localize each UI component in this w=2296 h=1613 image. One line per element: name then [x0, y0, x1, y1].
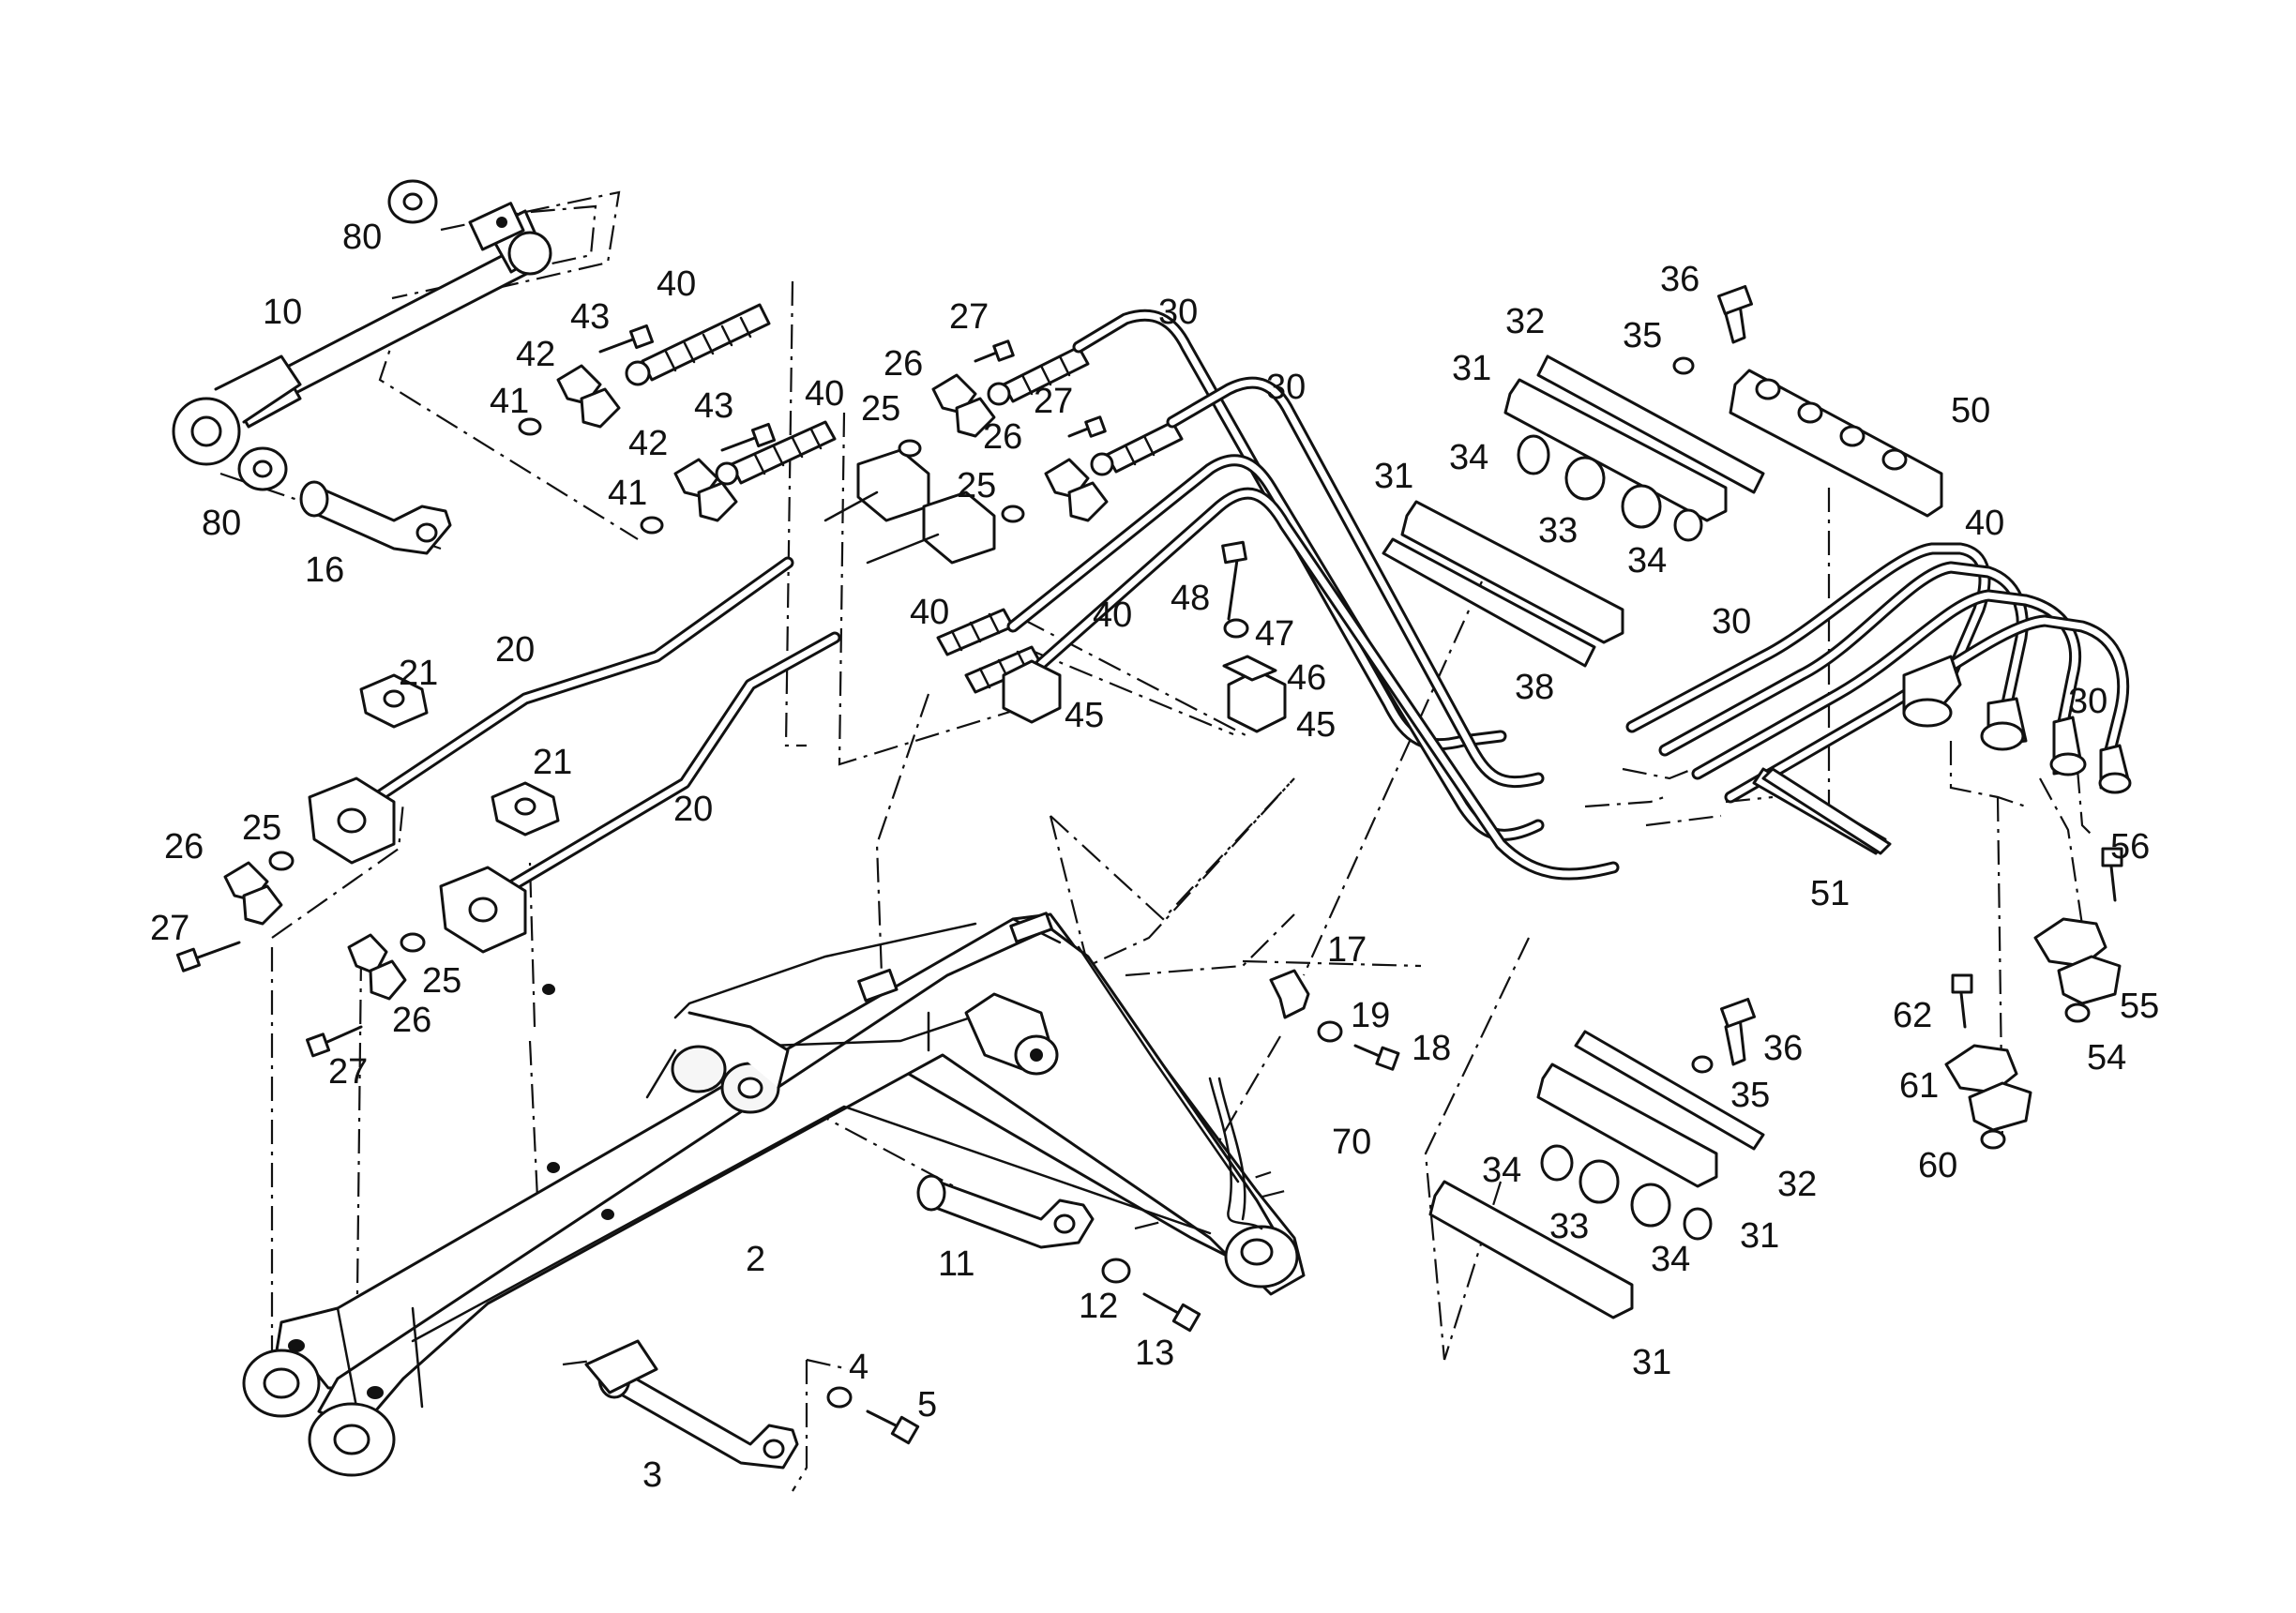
- callout-48: 48: [1171, 579, 1210, 618]
- callout-41: 41: [608, 474, 647, 513]
- hose-fittings-40: [625, 303, 1184, 694]
- callout-42: 42: [516, 335, 555, 374]
- boom-cylinder: [172, 202, 552, 466]
- callout-32: 32: [1505, 302, 1545, 341]
- callout-54: 54: [2087, 1038, 2126, 1078]
- callout-46: 46: [1287, 658, 1326, 698]
- callout-30: 30: [2068, 682, 2107, 721]
- callout-51: 51: [1810, 874, 1850, 913]
- callout-5: 5: [917, 1385, 937, 1425]
- callout-2: 2: [746, 1240, 765, 1279]
- callout-45: 45: [1296, 705, 1336, 745]
- callout-26: 26: [392, 1001, 431, 1040]
- callout-18: 18: [1412, 1029, 1451, 1068]
- callout-47: 47: [1255, 614, 1294, 654]
- callout-33: 33: [1549, 1207, 1589, 1246]
- callout-36: 36: [1660, 260, 1699, 299]
- callout-62: 62: [1893, 996, 1932, 1035]
- callout-50: 50: [1951, 391, 1990, 430]
- callout-25: 25: [422, 961, 461, 1001]
- brackets-45-46: [1002, 540, 1287, 733]
- callout-10: 10: [263, 293, 302, 332]
- callout-16: 16: [305, 550, 344, 590]
- callout-25: 25: [242, 808, 281, 848]
- callout-30: 30: [1712, 602, 1751, 641]
- callout-25: 25: [957, 466, 996, 505]
- callout-4: 4: [849, 1348, 869, 1387]
- callout-34: 34: [1482, 1151, 1521, 1190]
- plate-51: [1761, 767, 1892, 855]
- callout-40: 40: [657, 264, 696, 304]
- callout-55: 55: [2120, 987, 2159, 1026]
- callout-45: 45: [1065, 696, 1104, 735]
- callout-70: 70: [1332, 1123, 1371, 1162]
- callout-40: 40: [910, 593, 949, 632]
- callout-61: 61: [1899, 1066, 1939, 1106]
- clamps-21: [359, 673, 560, 837]
- callout-32: 32: [1777, 1165, 1817, 1204]
- split-flanges-and-bolts: [175, 324, 1109, 1058]
- callout-11: 11: [938, 1244, 974, 1284]
- clamp-blocks-upper: [1382, 284, 1943, 855]
- callout-41: 41: [490, 382, 529, 421]
- pin-11-bolt-13: [916, 1174, 1201, 1333]
- callout-38: 38: [1515, 668, 1554, 707]
- callout-labels: 80 10 80 16 40 43 42 41 43 40 42 41 27 2…: [150, 218, 2159, 1495]
- callout-80: 80: [202, 504, 241, 543]
- washers-80: [237, 179, 438, 491]
- callout-27: 27: [1034, 382, 1073, 421]
- callout-42: 42: [628, 424, 668, 463]
- callout-27: 27: [949, 297, 989, 337]
- pin-3-bolt-5: [584, 1339, 920, 1470]
- split-flanges-54-62: [1944, 847, 2123, 1150]
- callout-40: 40: [805, 374, 844, 414]
- pipe-flanges: [308, 448, 996, 954]
- callout-19: 19: [1351, 996, 1390, 1035]
- callout-31: 31: [1632, 1343, 1671, 1382]
- boom-main-body: [242, 912, 1306, 1477]
- callout-35: 35: [1730, 1076, 1770, 1115]
- callout-26: 26: [884, 344, 923, 384]
- callout-27: 27: [150, 909, 189, 948]
- callout-36: 36: [1763, 1029, 1803, 1068]
- callout-17: 17: [1327, 930, 1367, 970]
- callout-40: 40: [1965, 504, 2004, 543]
- callout-31: 31: [1452, 349, 1491, 388]
- callout-20: 20: [495, 630, 535, 670]
- callout-34: 34: [1449, 438, 1488, 477]
- callout-60: 60: [1918, 1146, 1957, 1185]
- callout-31: 31: [1374, 457, 1413, 496]
- callout-35: 35: [1623, 316, 1662, 355]
- callout-34: 34: [1651, 1240, 1690, 1279]
- callout-25: 25: [861, 389, 900, 429]
- pipes-20: [364, 556, 841, 893]
- callout-33: 33: [1538, 511, 1578, 550]
- callout-43: 43: [570, 297, 610, 337]
- callout-80: 80: [342, 218, 382, 257]
- pin-16: [299, 480, 452, 555]
- callout-56: 56: [2110, 827, 2150, 867]
- callout-26: 26: [164, 827, 204, 867]
- callout-30: 30: [1158, 293, 1198, 332]
- callout-30: 30: [1266, 368, 1306, 407]
- callout-27: 27: [328, 1052, 368, 1092]
- callout-21: 21: [399, 654, 438, 693]
- bracket-17-bolt-18: [1269, 969, 1400, 1071]
- callout-26: 26: [983, 417, 1022, 457]
- callout-3: 3: [642, 1455, 662, 1495]
- hoses-30: [1006, 309, 2132, 881]
- clamp-blocks-lower: [1428, 997, 1765, 1319]
- callout-34: 34: [1627, 541, 1667, 580]
- callout-12: 12: [1079, 1287, 1118, 1326]
- callout-21: 21: [533, 743, 572, 782]
- callout-31: 31: [1740, 1216, 1779, 1256]
- callout-13: 13: [1135, 1334, 1174, 1373]
- callout-20: 20: [673, 790, 713, 829]
- callout-40: 40: [1093, 595, 1132, 635]
- callout-43: 43: [694, 386, 733, 426]
